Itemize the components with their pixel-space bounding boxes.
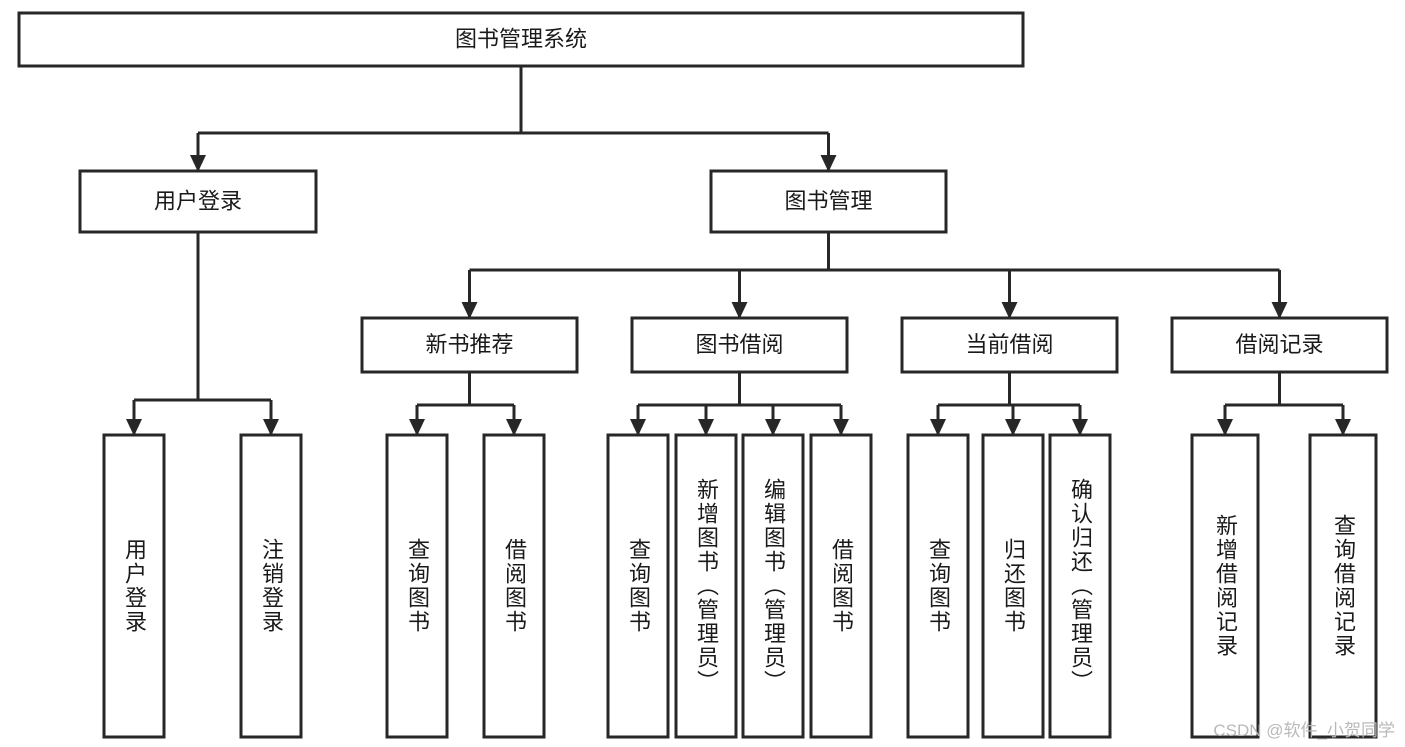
node-box-leaf-logout[interactable] (239, 433, 303, 739)
arrow-head-icon-leaf-user-login (126, 419, 142, 436)
node-label-book-management: 图书管理 (784, 188, 872, 213)
node-box-l-confirm-return[interactable] (1048, 433, 1112, 739)
arrow-head-icon-l-add-book (698, 419, 714, 436)
node-box-book-management[interactable] (709, 169, 948, 234)
node-label-current-borrow: 当前借阅 (965, 332, 1053, 357)
node-box-l-query-book-1[interactable] (385, 433, 449, 739)
node-box-leaf-user-login[interactable] (102, 433, 166, 739)
connector-lines (126, 66, 1351, 436)
arrow-head-icon-book-borrow (731, 302, 748, 319)
arrow-head-icon-current-borrow (1001, 302, 1018, 319)
arrow-head-icon-l-query-book-2 (630, 419, 646, 436)
arrow-head-icon-borrow-record (1271, 302, 1288, 319)
node-box-l-add-record[interactable] (1190, 433, 1260, 739)
node-box-l-edit-book[interactable] (741, 433, 805, 739)
node-label-borrow-record: 借阅记录 (1235, 332, 1323, 357)
node-box-l-borrow-book-2[interactable] (809, 433, 873, 739)
arrow-head-icon-l-borrow-book-2 (833, 419, 849, 436)
watermark-text: CSDN @软件_小贺同学 (1213, 721, 1395, 740)
node-label-new-book-recommend: 新书推荐 (425, 332, 513, 357)
arrow-head-icon-l-query-book-3 (930, 419, 946, 436)
arrow-head-icon-l-confirm-return (1072, 419, 1088, 436)
arrow-head-icon-book-management (820, 155, 837, 172)
node-box-user-login[interactable] (78, 169, 318, 234)
arrow-head-icon-l-add-record (1217, 419, 1233, 436)
node-box-l-borrow-book-1[interactable] (482, 433, 546, 739)
node-box-l-query-book-3[interactable] (906, 433, 970, 739)
arrow-head-icon-l-borrow-book-1 (506, 419, 522, 436)
arrow-head-icon-new-book-recommend (461, 302, 478, 319)
arrow-head-icon-l-return-book (1005, 419, 1021, 436)
arrow-head-icon-leaf-logout (263, 419, 279, 436)
node-box-l-return-book[interactable] (981, 433, 1045, 739)
arrow-head-icon-l-query-record (1335, 419, 1351, 436)
node-box-book-borrow[interactable] (630, 316, 849, 374)
node-box-borrow-record[interactable] (1170, 316, 1389, 374)
node-label-user-login: 用户登录 (154, 188, 242, 213)
node-box-new-book-recommend[interactable] (360, 316, 579, 374)
node-label-book-borrow: 图书借阅 (695, 332, 783, 357)
node-box-current-borrow[interactable] (900, 316, 1119, 374)
arrow-head-icon-l-query-book-1 (409, 419, 425, 436)
node-box-l-query-record[interactable] (1308, 433, 1378, 739)
node-box-root[interactable] (17, 11, 1025, 68)
node-box-l-query-book-2[interactable] (606, 433, 670, 739)
node-box-l-add-book[interactable] (674, 433, 738, 739)
arrow-head-icon-l-edit-book (765, 419, 781, 436)
node-boxes (17, 11, 1389, 739)
arrow-head-icon-user-login (190, 155, 206, 172)
node-label-root: 图书管理系统 (455, 26, 587, 51)
